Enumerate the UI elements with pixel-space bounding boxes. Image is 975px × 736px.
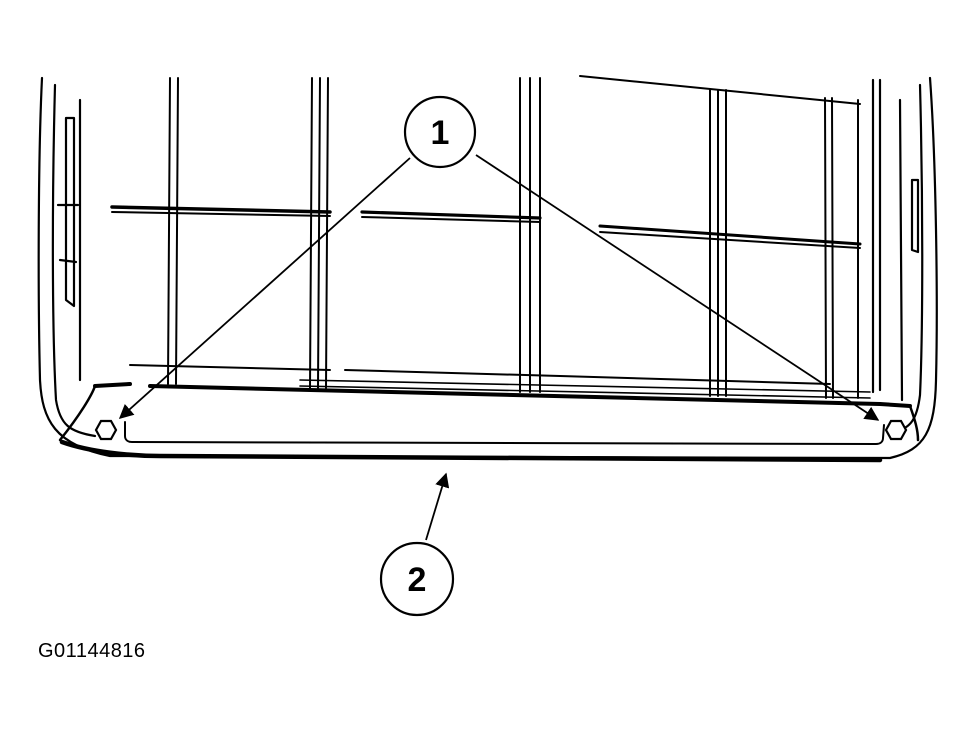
- leader-1-right: [475, 154, 880, 421]
- spring-grid: [110, 75, 871, 399]
- fastener-right: [884, 419, 908, 441]
- callout-2-label: 2: [408, 561, 427, 599]
- callout-1-circle: [403, 95, 477, 169]
- leader-2: [425, 472, 450, 541]
- callout-1: 1: [403, 95, 477, 169]
- seat-frame: [37, 76, 938, 460]
- leader-lines: [118, 154, 880, 541]
- fastener-left: [94, 419, 118, 441]
- callout-2-circle: [379, 541, 455, 617]
- callout-1-label: 1: [431, 114, 450, 152]
- figure-id: G01144816: [38, 640, 146, 662]
- trim-panel: [58, 382, 920, 463]
- leader-1-left: [118, 157, 411, 419]
- callout-2: 2: [379, 541, 455, 617]
